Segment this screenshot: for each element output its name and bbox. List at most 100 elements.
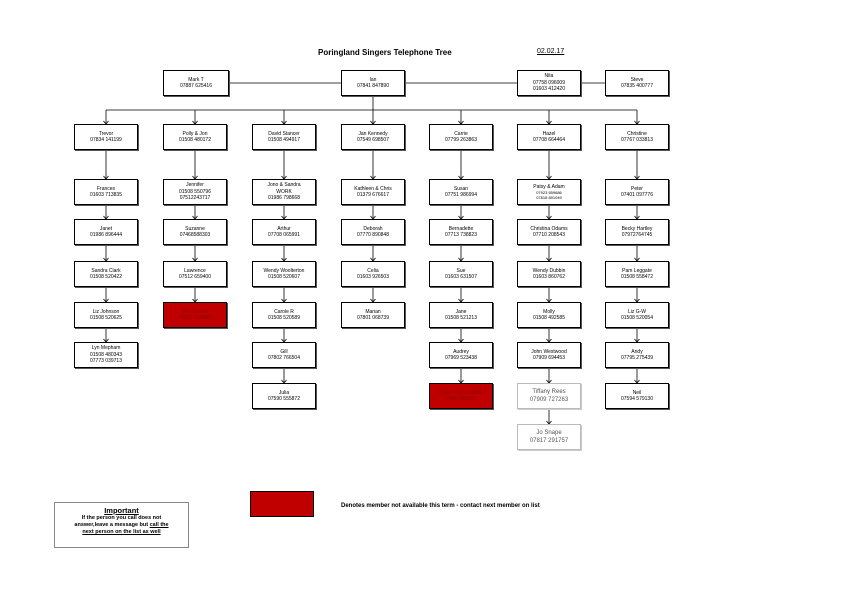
member-phone: 07801 068739 bbox=[357, 315, 389, 321]
member-phone: 01508 520625 bbox=[90, 315, 122, 321]
member-name: Christina Odams bbox=[530, 225, 568, 232]
node-phone: 07841 847890 bbox=[357, 83, 389, 89]
member-name: Lawrence bbox=[184, 267, 206, 274]
member-phone: 07401 097776 bbox=[621, 192, 653, 198]
member-phone: 01379 676617 bbox=[357, 192, 389, 198]
member-phone: 01508 558472 bbox=[621, 274, 653, 280]
member-phone: 01508 480172 bbox=[179, 137, 211, 143]
member-name: Trevor bbox=[98, 130, 114, 137]
member-name: Pam Leggate bbox=[622, 267, 652, 274]
node-phone: 01603 412420 bbox=[533, 86, 565, 93]
member-phone: 07817 291757 bbox=[529, 438, 569, 444]
member-name: Peter bbox=[631, 185, 643, 192]
member-phone: 07770 890848 bbox=[357, 232, 389, 238]
member-name: Christine bbox=[627, 130, 647, 137]
member-name: Molly bbox=[543, 308, 555, 315]
member-name: Becky Hartley bbox=[621, 225, 653, 232]
member-name: Gill bbox=[280, 348, 288, 355]
member-name: Sue bbox=[456, 267, 466, 274]
member-phone: 07594 579130 bbox=[621, 396, 653, 402]
node-name: Mark T bbox=[188, 76, 204, 83]
member-name: Audrey bbox=[453, 348, 469, 355]
member-name: John Westwood bbox=[531, 348, 567, 355]
member-phone: 07590 555872 bbox=[268, 396, 300, 402]
member-phone: 07468588303 bbox=[179, 232, 211, 238]
date-label: 02.02.17 bbox=[537, 48, 565, 55]
node-phone: 07887 625416 bbox=[180, 83, 212, 89]
member-phone: 07923 659686 bbox=[536, 190, 562, 196]
important-note: Important If the person you call does no… bbox=[54, 502, 189, 548]
member-name: Tiffany Rees bbox=[532, 389, 566, 395]
member-phone: 01508 494917 bbox=[268, 137, 300, 143]
important-text: answer,leave a message but bbox=[74, 522, 150, 528]
member-name: Neil bbox=[632, 389, 642, 396]
member-name: Claire Lloyd Gribble bbox=[439, 389, 483, 396]
member-phone: 01508 520054 bbox=[621, 315, 653, 321]
member-phone: 07710 208543 bbox=[533, 232, 565, 238]
member-name: Jennifer bbox=[186, 182, 204, 189]
member-name: Jen Corbett bbox=[182, 308, 208, 315]
member-name: Celia bbox=[367, 267, 379, 274]
member-phone: 07512243717 bbox=[179, 195, 211, 202]
member-phone: 07708 664464 bbox=[533, 137, 565, 143]
page-title: Poringland Singers Telephone Tree bbox=[318, 48, 452, 57]
node-name: Ian bbox=[369, 76, 377, 83]
important-body: If the person you call does not answer,l… bbox=[55, 515, 188, 536]
important-underlined-text: next person on the list as well bbox=[82, 529, 161, 535]
member-phone: 01986 896444 bbox=[90, 232, 122, 238]
member-name: Lyn Mepham bbox=[91, 345, 121, 352]
member-name: Jo Snape bbox=[536, 430, 562, 436]
important-heading: Important bbox=[104, 506, 139, 515]
member-phone: 07767 033813 bbox=[621, 137, 653, 143]
node-phone: 07758 096009 bbox=[533, 79, 565, 86]
member-phone: 07512 659400 bbox=[179, 274, 211, 280]
top-node-nita: Nita 07758 096009 01603 412420 bbox=[517, 70, 581, 96]
member-phone: 07795 275439 bbox=[621, 355, 653, 361]
member-phone: 01986 798668 bbox=[268, 195, 300, 202]
member-name: Marian bbox=[365, 308, 381, 315]
member-name: Carole R bbox=[274, 308, 294, 315]
node-name: Steve bbox=[630, 76, 644, 83]
member-name: Andy bbox=[631, 348, 643, 355]
top-node-mark: Mark T 07887 625416 bbox=[163, 70, 229, 96]
member-name: Carrie bbox=[454, 130, 468, 137]
member-phone: 07751 986994 bbox=[445, 192, 477, 198]
member-name: Susan bbox=[453, 185, 469, 192]
member-phone: 07972764745 bbox=[621, 232, 653, 238]
member-phone: 07799 263863 bbox=[445, 137, 477, 143]
legend-swatch-unavailable bbox=[250, 491, 314, 517]
member-name: Liz G-W bbox=[627, 308, 647, 315]
member-name: David Stancer bbox=[268, 130, 300, 137]
member-name: Sandra Clark bbox=[91, 267, 121, 274]
member-phone: 07713 738823 bbox=[445, 232, 477, 238]
member-phone: 07901 215865 bbox=[179, 315, 211, 321]
member-name: Arthur bbox=[277, 225, 291, 232]
member-phone: 07549 698507 bbox=[357, 137, 389, 143]
member-name: Deborah bbox=[363, 225, 383, 232]
node-phone: 07835 400777 bbox=[621, 83, 653, 89]
